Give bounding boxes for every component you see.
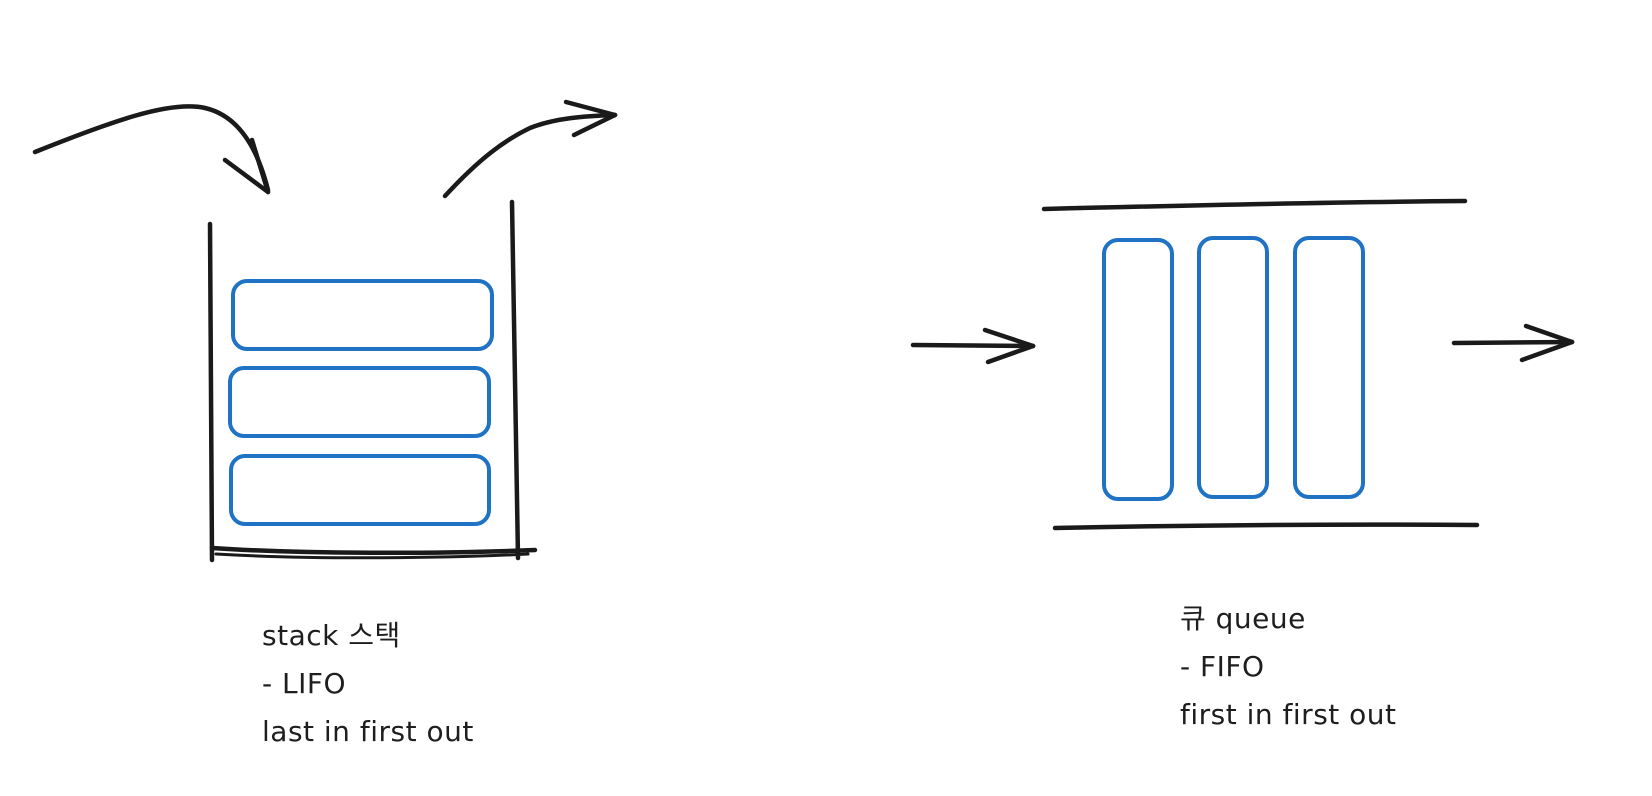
- stack-description: last in first out: [262, 715, 474, 748]
- stack-container: [207, 199, 538, 563]
- pop-arrow: [442, 99, 618, 199]
- queue-bottom-rail: [1052, 522, 1480, 531]
- queue-item: [1102, 238, 1174, 501]
- dequeue-arrow: [1451, 323, 1575, 363]
- queue-description: first in first out: [1180, 698, 1397, 731]
- stack-item: [228, 366, 491, 438]
- queue-title: 큐 queue: [1180, 602, 1306, 635]
- stack-title: stack 스택: [262, 619, 401, 652]
- queue-item: [1197, 236, 1269, 499]
- stack-diagram: [32, 99, 618, 563]
- queue-top-rail: [1041, 198, 1468, 212]
- queue-acronym: - FIFO: [1180, 650, 1265, 683]
- stack-item: [231, 279, 494, 351]
- push-arrow: [32, 104, 271, 195]
- queue-diagram: [910, 198, 1575, 531]
- queue-item: [1293, 236, 1365, 499]
- stack-acronym: - LIFO: [262, 667, 347, 700]
- queue-caption: 큐 queue - FIFO first in first out: [1180, 595, 1397, 739]
- stack-caption: stack 스택 - LIFO last in first out: [262, 612, 474, 756]
- stack-item: [229, 454, 491, 526]
- enqueue-arrow: [910, 327, 1036, 365]
